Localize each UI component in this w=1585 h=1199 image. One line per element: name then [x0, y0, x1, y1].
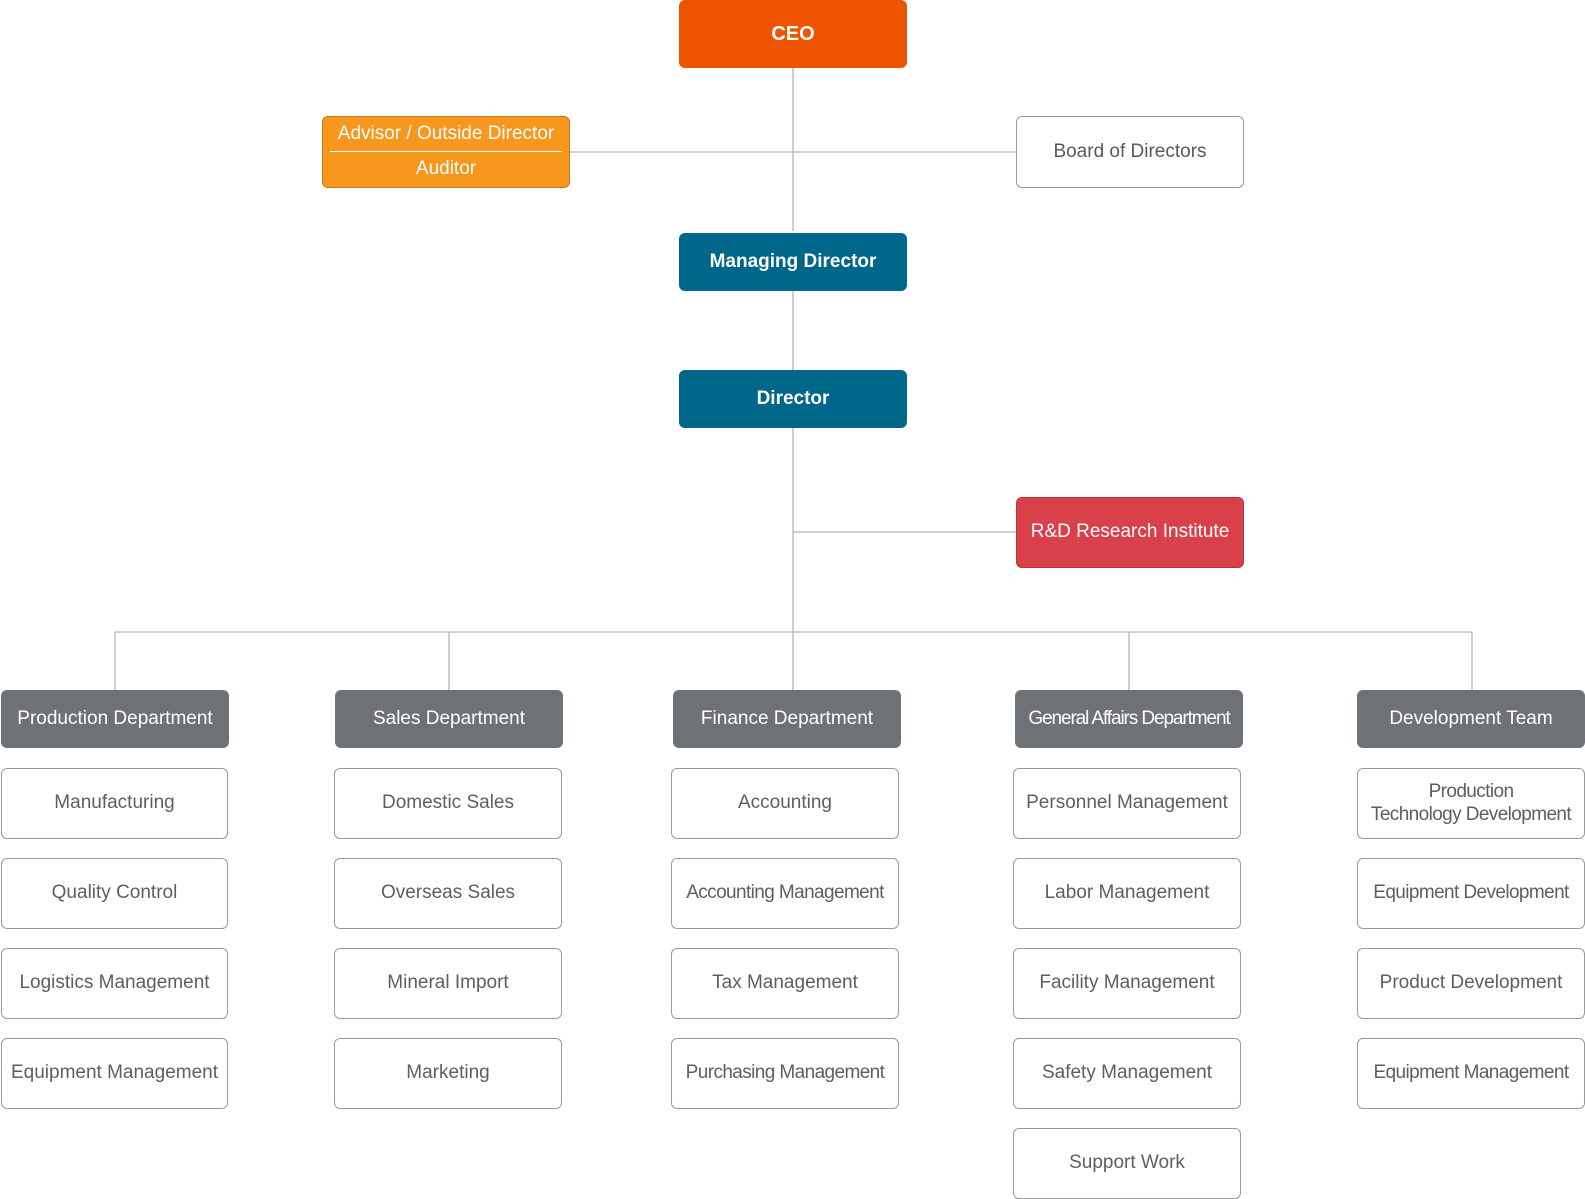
unit-tax-management: Tax Management — [671, 948, 899, 1019]
managing-director-box: Managing Director — [679, 233, 907, 291]
unit-label: Domestic Sales — [382, 792, 514, 814]
unit-logistics-management: Logistics Management — [1, 948, 228, 1019]
unit-purchasing-management: Purchasing Management — [671, 1038, 899, 1109]
director-label: Director — [756, 387, 830, 409]
unit-equipment-management-dev: Equipment Management — [1357, 1038, 1585, 1109]
auditor-label: Auditor — [415, 158, 477, 179]
department-general-affairs: General Affairs Department — [1015, 690, 1243, 748]
unit-label: Labor Management — [1044, 882, 1210, 904]
advisor-label: Advisor / Outside Director — [337, 123, 555, 145]
unit-label: Overseas Sales — [380, 882, 516, 904]
rnd-institute-box: R&D Research Institute — [1016, 497, 1244, 568]
rnd-label: R&D Research Institute — [1030, 521, 1230, 543]
unit-manufacturing: Manufacturing — [1, 768, 228, 839]
unit-label: Equipment Development — [1373, 882, 1569, 904]
unit-label: Safety Management — [1041, 1062, 1213, 1084]
advisor-auditor-box: Advisor / Outside Director Auditor — [322, 116, 570, 188]
department-label: Sales Department — [372, 707, 526, 729]
unit-label: Facility Management — [1039, 972, 1215, 994]
unit-production-technology-development: Production Technology Development — [1357, 768, 1585, 839]
department-label: Development Team — [1389, 707, 1553, 729]
unit-label: Production Technology Development — [1370, 780, 1572, 825]
unit-label: Quality Control — [51, 882, 178, 904]
board-of-directors-box: Board of Directors — [1016, 116, 1244, 188]
unit-label: Purchasing Management — [685, 1062, 885, 1084]
department-development-team: Development Team — [1357, 690, 1585, 748]
department-finance: Finance Department — [673, 690, 901, 748]
department-label: Production Department — [17, 707, 213, 729]
unit-label: Mineral Import — [387, 972, 509, 994]
unit-label: Tax Management — [712, 972, 858, 994]
unit-label: Manufacturing — [54, 792, 175, 814]
unit-label: Accounting Management — [686, 882, 884, 904]
unit-label: Support Work — [1069, 1152, 1185, 1174]
unit-quality-control: Quality Control — [1, 858, 228, 929]
unit-facility-management: Facility Management — [1013, 948, 1241, 1019]
board-label: Board of Directors — [1053, 140, 1207, 162]
unit-labor-management: Labor Management — [1013, 858, 1241, 929]
ceo-label: CEO — [771, 23, 815, 45]
unit-marketing: Marketing — [334, 1038, 562, 1109]
department-label: General Affairs Department — [1028, 707, 1230, 729]
unit-label: Product Development — [1379, 972, 1563, 994]
unit-domestic-sales: Domestic Sales — [334, 768, 562, 839]
unit-equipment-management: Equipment Management — [1, 1038, 228, 1109]
unit-label: Equipment Management — [1373, 1062, 1569, 1084]
unit-label: Marketing — [406, 1062, 490, 1084]
unit-label: Accounting — [737, 792, 832, 814]
department-label: Finance Department — [700, 707, 874, 729]
unit-accounting: Accounting — [671, 768, 899, 839]
unit-accounting-management: Accounting Management — [671, 858, 899, 929]
director-box: Director — [679, 370, 907, 428]
ceo-box: CEO — [679, 0, 907, 68]
department-sales: Sales Department — [335, 690, 563, 748]
unit-product-development: Product Development — [1357, 948, 1585, 1019]
unit-support-work: Support Work — [1013, 1128, 1241, 1199]
unit-equipment-development: Equipment Development — [1357, 858, 1585, 929]
unit-personnel-management: Personnel Management — [1013, 768, 1241, 839]
unit-overseas-sales: Overseas Sales — [334, 858, 562, 929]
unit-label: Personnel Management — [1026, 792, 1228, 814]
unit-mineral-import: Mineral Import — [334, 948, 562, 1019]
unit-label: Logistics Management — [19, 972, 210, 994]
department-production: Production Department — [1, 690, 229, 748]
advisor-divider — [330, 151, 562, 152]
managing-director-label: Managing Director — [709, 250, 877, 272]
unit-label: Equipment Management — [10, 1062, 218, 1084]
unit-safety-management: Safety Management — [1013, 1038, 1241, 1109]
